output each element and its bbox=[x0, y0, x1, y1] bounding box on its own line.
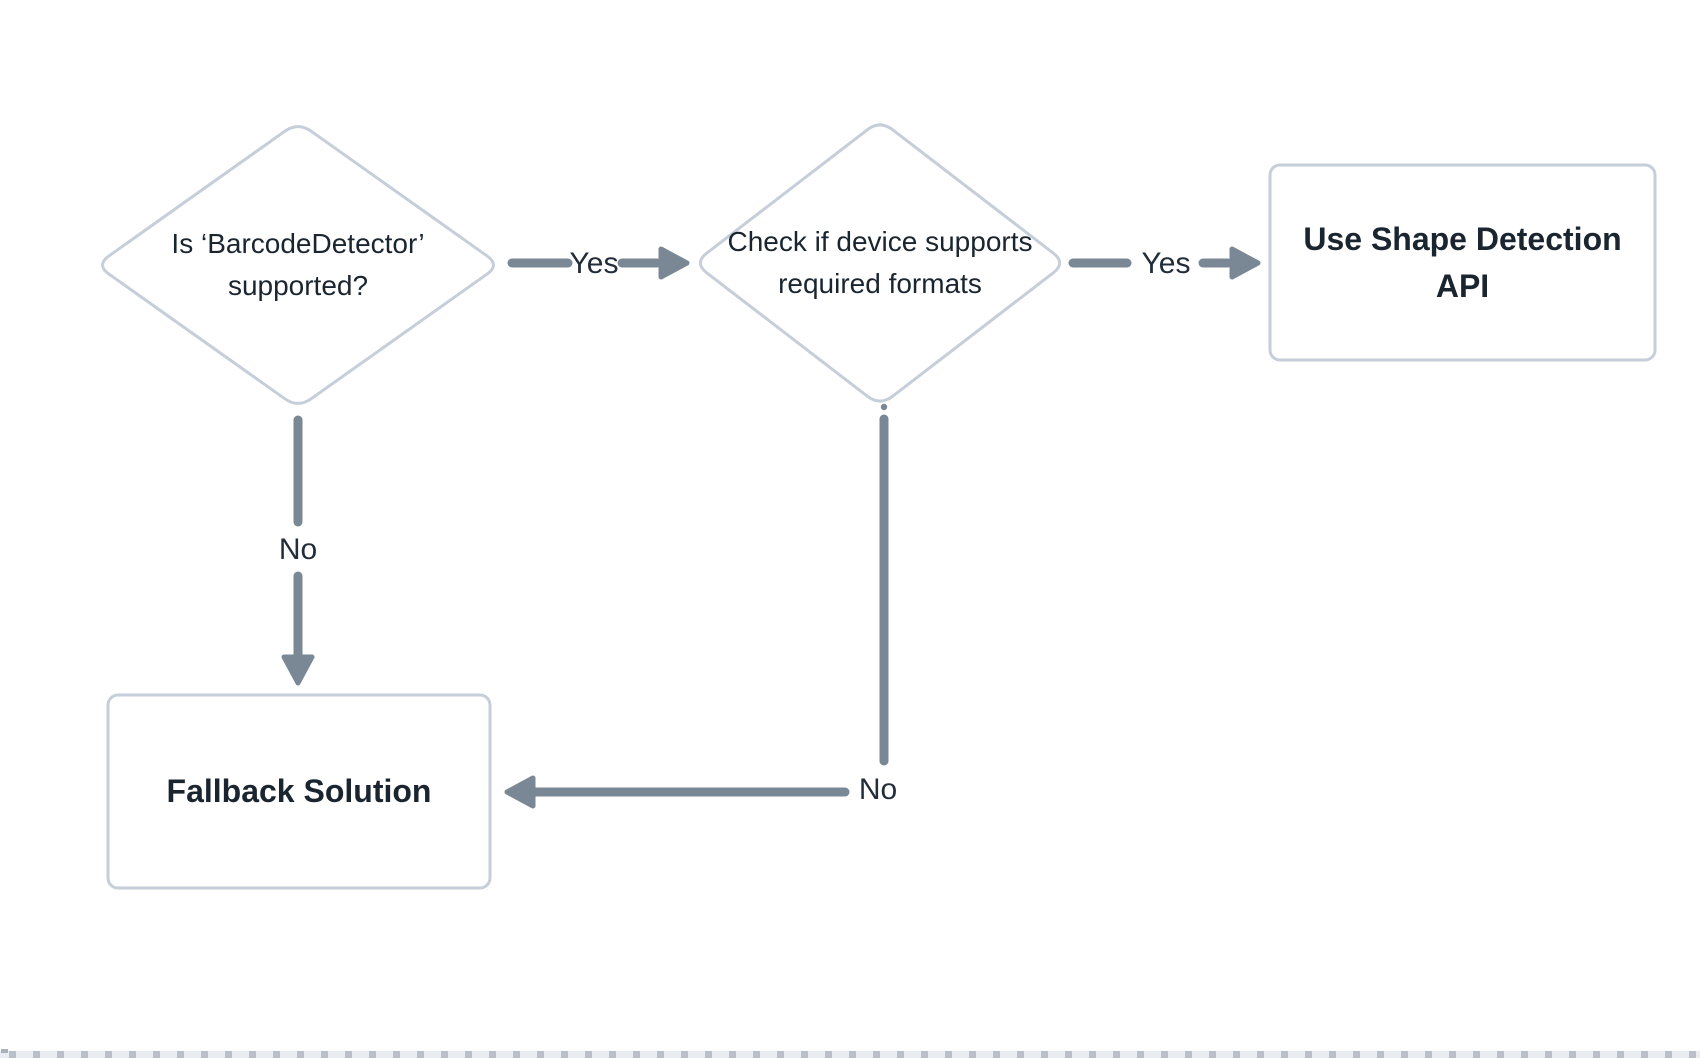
edge-yes-to-shape-detection-arrowhead bbox=[1229, 246, 1261, 280]
decision-required-formats-shape bbox=[698, 123, 1062, 403]
edge-label-yes-2: Yes bbox=[1141, 247, 1191, 280]
edge-no-to-fallback-2 bbox=[530, 414, 889, 797]
decision-barcode-detector-shape bbox=[101, 125, 495, 405]
clipped-bottom-bar-left-mark bbox=[1, 1049, 8, 1053]
process-use-shape-detection-shape bbox=[1268, 163, 1657, 362]
edge-label-no-1: No bbox=[278, 533, 318, 566]
edge-label-yes-1: Yes bbox=[569, 247, 619, 280]
clipped-bottom-bar bbox=[0, 1051, 1700, 1058]
edge-no-to-fallback-1-arrowhead bbox=[281, 654, 315, 686]
edge-yes-to-formats-arrowhead bbox=[658, 246, 690, 280]
edge-no-start-dot bbox=[880, 403, 888, 411]
process-fallback-solution-shape bbox=[106, 693, 492, 890]
edge-label-no-2: No bbox=[858, 773, 898, 806]
edge-no-to-fallback-2-arrowhead bbox=[504, 775, 536, 809]
